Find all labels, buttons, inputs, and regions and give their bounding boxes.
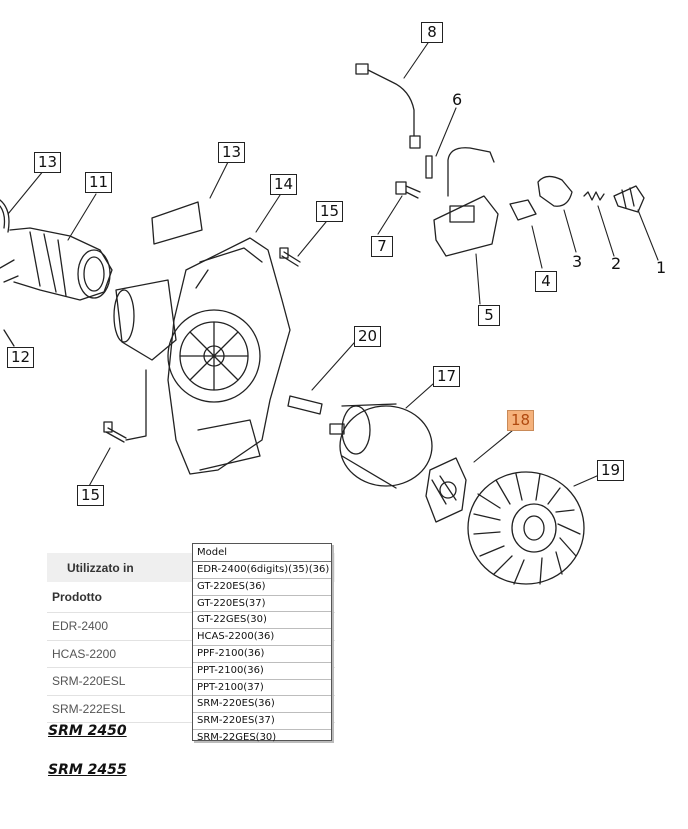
part-13-drawing <box>151 201 203 245</box>
series-link-srm-2455[interactable]: SRM 2455 <box>48 762 127 778</box>
part-2-drawing <box>583 191 605 201</box>
part-16-drawing <box>0 199 10 233</box>
callout-15-lower: 15 <box>77 485 105 506</box>
callout-4: 4 <box>535 271 557 292</box>
callout-18-highlighted: 18 <box>507 410 535 431</box>
model-header: Model <box>193 544 331 562</box>
product-name[interactable]: EDR-2400 <box>52 619 109 634</box>
callout-2: 2 <box>611 254 622 273</box>
callout-3: 3 <box>572 252 583 271</box>
part-5-drawing <box>433 147 499 257</box>
callout-1: 1 <box>656 258 667 277</box>
model-row: GT-220ES(36) <box>193 579 331 596</box>
callout-13: 13 <box>218 142 246 163</box>
model-row: PPT-2100(36) <box>193 663 331 680</box>
callout-7: 7 <box>371 236 393 257</box>
part-20-drawing <box>287 395 323 415</box>
callout-5: 5 <box>478 305 500 326</box>
callout-8: 8 <box>421 22 443 43</box>
callout-20: 20 <box>354 326 382 347</box>
part-4-drawing <box>509 199 537 221</box>
part-17-drawing <box>329 403 433 489</box>
part-14-drawing <box>113 237 291 475</box>
part-11-drawing <box>0 227 113 301</box>
part-7-drawing <box>395 181 421 199</box>
model-list-popup: Model EDR-2400(6digits)(35)(36) GT-220ES… <box>192 543 332 743</box>
part-8-drawing <box>355 63 421 149</box>
model-row: EDR-2400(6digits)(35)(36) <box>193 562 331 579</box>
model-row: SRM-22GES(30) <box>197 731 277 743</box>
model-row: PPT-2100(37) <box>193 680 331 697</box>
callout-15-upper: 15 <box>316 201 344 222</box>
part-19-drawing <box>467 471 585 585</box>
model-row: GT-22GES(30) <box>193 612 331 630</box>
product-row[interactable]: HCAS-2200 <box>47 641 335 668</box>
product-column-label: Prodotto <box>47 582 335 613</box>
model-row: GT-220ES(37) <box>193 596 331 613</box>
model-row: PPF-2100(36) <box>193 646 331 663</box>
callout-11: 11 <box>85 172 113 193</box>
model-row: SRM-220ES(37) <box>193 713 331 730</box>
callout-12: 12 <box>7 347 35 368</box>
model-row: HCAS-2200(36) <box>193 629 331 646</box>
callout-19: 19 <box>597 460 625 481</box>
callout-16: 13 <box>34 152 62 173</box>
part-15-bolt-lower <box>103 369 147 443</box>
part-15-bolt-upper <box>279 247 301 267</box>
product-name[interactable]: HCAS-2200 <box>52 646 117 661</box>
product-name[interactable]: SRM-220ESL <box>52 674 126 689</box>
callout-14: 14 <box>270 174 298 195</box>
model-row: SRM-220ES(36) <box>193 696 331 714</box>
product-name[interactable]: SRM-222ESL <box>52 701 126 716</box>
part-18-drawing <box>425 457 467 523</box>
part-6-drawing <box>425 155 433 179</box>
series-link-srm-2450[interactable]: SRM 2450 <box>48 723 127 739</box>
product-row[interactable]: SRM-220ESL <box>47 668 335 696</box>
callout-6: 6 <box>452 90 463 109</box>
product-row[interactable]: SRM-222ESL <box>47 696 335 723</box>
callout-17: 17 <box>433 366 461 387</box>
part-1-drawing <box>613 185 645 213</box>
part-3-drawing <box>537 175 573 207</box>
product-row[interactable]: EDR-2400 <box>47 613 335 641</box>
